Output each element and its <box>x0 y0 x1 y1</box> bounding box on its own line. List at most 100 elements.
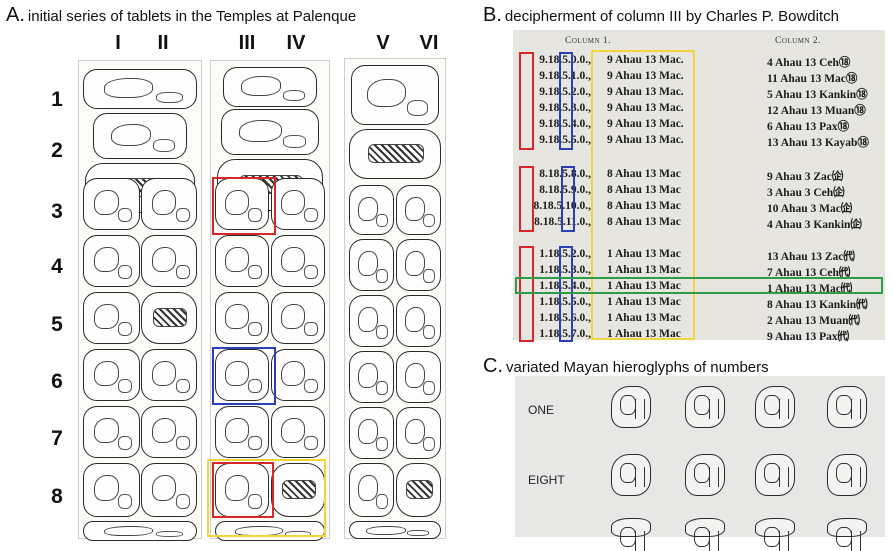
highlight-yellow-column <box>591 50 695 340</box>
long-count: 9.18.5.1.0., <box>539 70 591 82</box>
column-2-date: 13 Ahau 13 Zac㈹ <box>767 251 855 263</box>
long-count: 9.18.5.2.0., <box>539 86 591 98</box>
glyph-v-vi-9 <box>349 521 441 539</box>
glyph-iii-7 <box>215 406 269 458</box>
long-count: 1.18.5.2.0., <box>539 248 591 260</box>
number-glyphs-panel: ONE EIGHT <box>515 376 885 551</box>
number-eight-glyph <box>611 454 651 496</box>
long-count: 9.18.5.5.0., <box>539 134 591 146</box>
column-2-date: 11 Ahau 13 Mac⑱ <box>767 73 858 85</box>
column-label-iii: III <box>238 32 256 54</box>
glyph-ii-7 <box>141 406 197 458</box>
glyph-v-vi-1 <box>351 65 439 125</box>
row-label-2: 2 <box>51 139 63 162</box>
panel-b-title-text: decipherment of column III by Charles P.… <box>504 8 839 25</box>
number-one-glyph <box>755 386 795 428</box>
long-count: 9.18.5.4.0., <box>539 118 591 130</box>
glyph-i-ii-9 <box>83 521 197 541</box>
column-2-date: 7 Ahau 13 Ceh㈹ <box>767 267 851 279</box>
number-eight-glyph <box>755 454 795 496</box>
column-2-date: 13 Ahau 13 Kayab⑱ <box>767 137 869 149</box>
glyph-ii-8 <box>141 463 197 517</box>
long-count: 8.18.5.9.0., <box>539 184 591 196</box>
highlight-red-group-1 <box>519 52 534 150</box>
calendar-date: 1 Ahau 13 Mac <box>607 248 681 260</box>
tablet-left <box>78 60 202 541</box>
glyph-i-ii-1b <box>93 113 187 159</box>
number-glyph-partial <box>611 518 651 551</box>
calendar-date: 9 Ahau 13 Mac. <box>607 70 684 82</box>
column-2-date: 9 Ahau 3 Zac㈽ <box>767 171 844 183</box>
panel-a-letter: A. <box>6 4 25 26</box>
calendar-date: 9 Ahau 13 Mac. <box>607 134 684 146</box>
label-one: ONE <box>528 403 555 417</box>
highlight-blue-group-2 <box>561 166 575 232</box>
row-label-1: 1 <box>51 88 63 111</box>
long-count: 1.18.5.6.0., <box>539 312 591 324</box>
highlight-blue-row-6 <box>212 347 276 405</box>
glyph-vi-7 <box>396 407 441 459</box>
calendar-date: 9 Ahau 13 Mac. <box>607 102 684 114</box>
glyph-iv-8 <box>271 463 325 517</box>
column-2-date: 8 Ahau 13 Kankin㈹ <box>767 299 868 311</box>
calendar-date: 8 Ahau 13 Mac <box>607 200 681 212</box>
column-label-vi: VI <box>419 32 439 54</box>
panel-a-title: A.initial series of tablets in the Templ… <box>6 4 356 27</box>
long-count: 8.18.5.8.0., <box>539 168 591 180</box>
column-1-header: Column 1. <box>565 36 612 46</box>
tablet-right <box>344 58 446 539</box>
glyph-iv-4 <box>271 235 325 287</box>
long-count: 1.18.5.4.0., <box>539 280 591 292</box>
glyph-iii-8 <box>215 463 269 517</box>
number-glyph-partial <box>755 518 795 551</box>
row-label-7: 7 <box>51 427 63 450</box>
glyph-iv-5 <box>271 292 325 344</box>
glyph-iv-3 <box>271 178 325 230</box>
column-2-header: Column 2. <box>775 36 822 46</box>
panel-c-letter: C. <box>483 355 503 377</box>
label-eight: EIGHT <box>528 473 565 487</box>
glyph-ii-5 <box>141 292 197 344</box>
glyph-v-4 <box>349 239 394 291</box>
number-one-glyph <box>611 386 651 428</box>
glyph-ii-3 <box>141 178 197 230</box>
glyph-iii-iv-1b <box>221 109 319 155</box>
highlight-red-group-2 <box>519 166 534 232</box>
calendar-date: 8 Ahau 13 Mac <box>607 168 681 180</box>
glyph-iii-6 <box>215 349 269 401</box>
column-2-date: 5 Ahau 13 Kankin⑱ <box>767 89 868 101</box>
column-label-v: V <box>376 32 390 54</box>
number-one-glyph <box>685 386 725 428</box>
highlight-green-row <box>515 277 883 294</box>
number-eight-glyph <box>685 454 725 496</box>
glyph-iii-iv-1a <box>223 67 317 107</box>
glyph-i-4 <box>83 235 140 287</box>
calendar-date: 8 Ahau 13 Mac <box>607 216 681 228</box>
highlight-red-group-3 <box>519 246 534 342</box>
glyph-vi-3 <box>396 185 441 235</box>
glyph-i-3 <box>83 178 140 230</box>
decipherment-document: Column 1. Column 2. 9.18.5.0.0., 9 Ahau … <box>513 30 885 343</box>
glyph-v-5 <box>349 295 394 347</box>
highlight-blue-group-1 <box>559 52 573 150</box>
glyph-iv-7 <box>271 406 325 458</box>
highlight-blue-group-3 <box>559 246 573 342</box>
panel-b-title: B.decipherment of column III by Charles … <box>483 4 839 27</box>
glyph-v-8 <box>349 463 394 517</box>
glyph-ii-6 <box>141 349 197 401</box>
column-2-date: 12 Ahau 13 Muan⑱ <box>767 105 866 117</box>
calendar-date: 9 Ahau 13 Mac. <box>607 54 684 66</box>
calendar-date: 1 Ahau 13 Mac <box>607 280 681 292</box>
glyph-i-7 <box>83 406 140 458</box>
column-2-date: 9 Ahau 13 Pax㈹ <box>767 331 850 343</box>
row-label-4: 4 <box>51 255 63 278</box>
glyph-i-6 <box>83 349 140 401</box>
row-label-6: 6 <box>51 370 63 393</box>
panel-b-letter: B. <box>483 4 502 26</box>
calendar-date: 1 Ahau 13 Mac <box>607 328 681 340</box>
long-count: 1.18.5.3.0., <box>539 264 591 276</box>
panel-c-title: C.variated Mayan hieroglyphs of numbers <box>483 355 769 378</box>
glyph-iv-6 <box>271 349 325 401</box>
glyph-i-ii-1a <box>83 69 197 109</box>
highlight-red-row-3 <box>212 177 276 235</box>
